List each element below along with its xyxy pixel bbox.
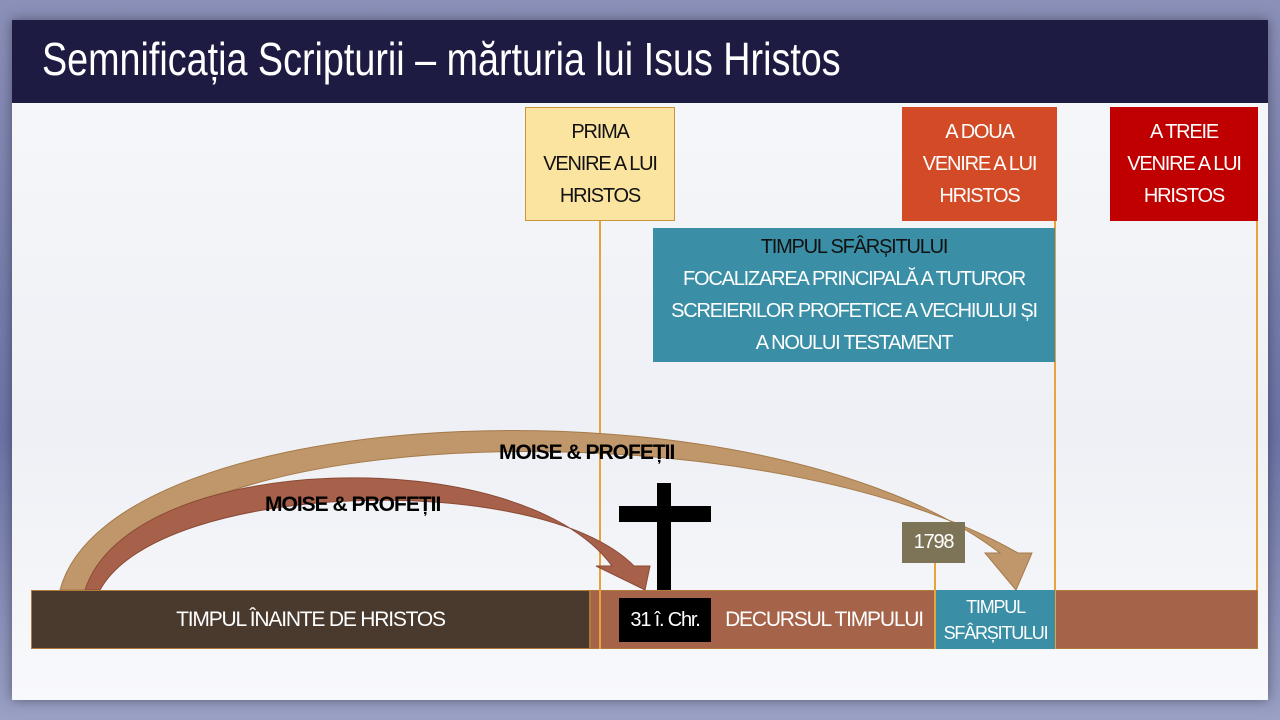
title-bar: Semnificația Scripturii – mărturia lui I… — [12, 20, 1268, 103]
year-1798-badge: 1798 — [902, 522, 965, 563]
third-coming-box: A TREIE VENIRE A LUI HRISTOS — [1110, 107, 1258, 221]
second-coming-box: A DOUA VENIRE A LUI HRISTOS — [902, 107, 1057, 221]
end-time-body: FOCALIZAREA PRINCIPALĂ A TUTUROR SCREIER… — [671, 268, 1038, 354]
first-coming-line-lower — [599, 590, 601, 649]
timeline-before-christ: TIMPUL ÎNAINTE DE HRISTOS — [31, 590, 590, 649]
third-coming-line — [1256, 221, 1258, 649]
cross-icon-bar — [619, 506, 711, 522]
cross-icon — [657, 483, 671, 590]
slide-title: Semnificația Scripturii – mărturia lui I… — [42, 33, 841, 85]
end-time-box: TIMPUL SFÂRȘITULUI FOCALIZAREA PRINCIPAL… — [653, 228, 1055, 362]
second-coming-label: A DOUA VENIRE A LUI HRISTOS — [922, 121, 1038, 207]
first-coming-label: PRIMA VENIRE A LUI HRISTOS — [543, 121, 658, 207]
inner-arrow-label: MOISE & PROFEȚII — [265, 493, 441, 516]
timeline-end-time: TIMPUL SFÂRȘITULUI — [936, 590, 1055, 649]
year-1798-line-lower — [934, 590, 936, 649]
end-time-heading: TIMPUL SFÂRȘITULUI — [760, 236, 949, 258]
end-time-segment-label: TIMPUL SFÂRȘITULUI — [943, 596, 1049, 643]
date-31-label: 31 î. Chr. — [630, 608, 700, 631]
date-31-badge: 31 î. Chr. — [619, 598, 711, 642]
before-christ-label: TIMPUL ÎNAINTE DE HRISTOS — [176, 607, 446, 631]
third-coming-label: A TREIE VENIRE A LUI HRISTOS — [1127, 121, 1242, 207]
second-coming-line — [1054, 221, 1056, 649]
first-coming-box: PRIMA VENIRE A LUI HRISTOS — [525, 107, 675, 221]
course-of-time-label: DECURSUL TIMPULUI — [725, 607, 924, 631]
outer-arrow-label: MOISE & PROFEȚII — [499, 441, 675, 464]
year-1798-label: 1798 — [913, 531, 955, 553]
second-coming-line-lower — [1054, 590, 1056, 649]
